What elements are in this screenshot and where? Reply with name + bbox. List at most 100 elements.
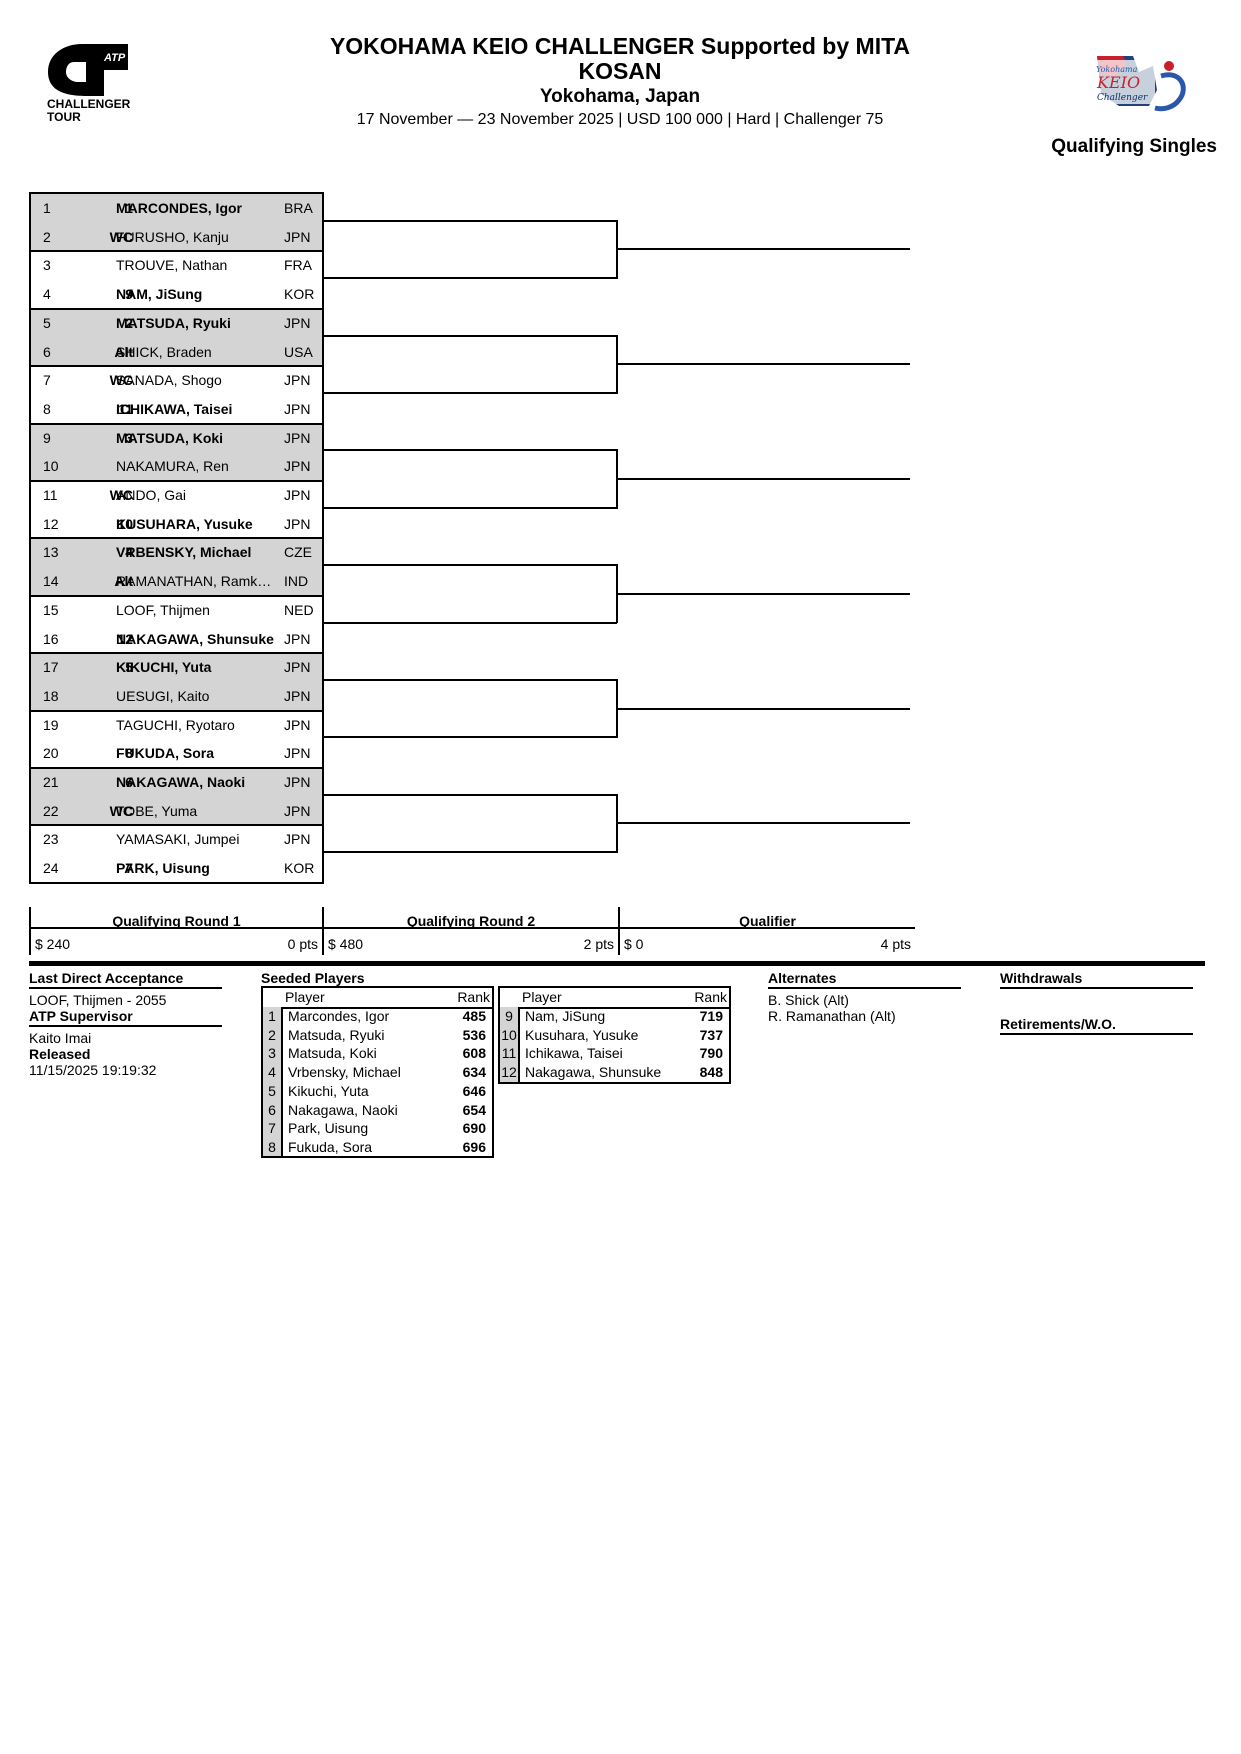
round-name: Qualifying Round 1 (112, 913, 241, 929)
released-value: 11/15/2025 19:19:32 (29, 1062, 157, 1078)
round-prize-money: $ 480 (328, 936, 364, 952)
seed-player-name: Vrbensky, Michael (288, 1064, 401, 1081)
bracket-line (322, 334, 617, 337)
seed-or-entry: 5 (125, 659, 133, 676)
seed-number: 12 (501, 1064, 517, 1081)
draw-line-number: 6 (43, 343, 51, 360)
seed-number: 7 (268, 1120, 276, 1137)
alternate-item: R. Ramanathan (Alt) (768, 1008, 896, 1024)
seed-number-column (500, 1007, 520, 1082)
atp-logo-mark: ATP (48, 44, 128, 96)
seed-or-entry: 11 (118, 400, 133, 417)
player-header: Player (285, 989, 325, 1005)
seed-rank: 690 (462, 1120, 486, 1137)
match-pair (31, 194, 322, 252)
player-name: MARCONDES, Igor (116, 200, 242, 216)
seed-player-name: Marcondes, Igor (288, 1008, 390, 1024)
seed-or-entry: 3 (125, 429, 133, 446)
seed-or-entry: 4 (125, 544, 133, 561)
seed-or-entry: 7 (125, 860, 133, 877)
match-pair (31, 307, 322, 367)
seed-rank: 634 (462, 1064, 486, 1081)
tournament-location: Yokohama, Japan (539, 86, 701, 107)
round-prize-money: $ 0 (624, 936, 644, 952)
match-pair (31, 824, 322, 882)
player-nationality: CZE (284, 544, 312, 561)
player-nationality: KOR (284, 286, 315, 303)
player-nationality: JPN (284, 515, 311, 532)
player-nationality: JPN (284, 774, 311, 790)
seed-rank: 696 (462, 1138, 486, 1155)
section-divider (29, 961, 1205, 966)
retirements-heading: Retirements/W.O. (1000, 1016, 1193, 1035)
seed-player-name: Nakagawa, Naoki (288, 1101, 398, 1118)
seed-number: 10 (501, 1026, 517, 1043)
bracket-line (322, 449, 617, 452)
lda-value: LOOF, Thijmen - 2055 (29, 992, 167, 1008)
player-nationality: JPN (284, 228, 311, 245)
seeds-table-header: Player Rank (500, 988, 729, 1009)
qualifier-line (617, 363, 910, 366)
player-name: FUKUDA, Sora (116, 745, 215, 762)
seed-number: 9 (505, 1008, 513, 1024)
match-pair (31, 709, 322, 768)
player-nationality: JPN (284, 802, 311, 819)
player-row: 19 TAGUCHI, Ryotaro JPN (31, 711, 322, 740)
player-name: UESUGI, Kaito (116, 687, 210, 704)
draw-line-number: 18 (43, 687, 59, 704)
challenger-tour-text: CHALLENGER TOUR (47, 97, 131, 124)
player-nationality: JPN (284, 372, 311, 389)
player-nationality: JPN (284, 400, 311, 417)
draw-line-number: 7 (43, 372, 51, 389)
player-nationality: JPN (284, 745, 311, 762)
player-nationality: JPN (284, 630, 311, 647)
svg-text:ATP: ATP (103, 52, 126, 64)
player-nationality: USA (284, 343, 313, 360)
player-name: TAGUCHI, Ryotaro (116, 716, 235, 733)
bracket-line (322, 219, 617, 222)
tournament-details: 17 November — 23 November 2025 | USD 100… (356, 111, 884, 128)
seed-rank: 536 (462, 1026, 486, 1043)
player-name: SANADA, Shogo (116, 372, 222, 389)
player-name: SHICK, Braden (116, 343, 212, 360)
player-nationality: KOR (284, 860, 315, 877)
match-pair (31, 594, 322, 653)
match-pair (31, 652, 322, 711)
svg-text:Challenger: Challenger (1097, 93, 1148, 103)
player-name: KIKUCHI, Yuta (116, 659, 212, 676)
draw-line-number: 12 (43, 515, 59, 532)
player-nationality: JPN (284, 716, 311, 733)
seed-or-entry: 1 (125, 200, 133, 216)
player-name: PARK, Uisung (116, 860, 210, 877)
round-prize-money: $ 240 (35, 936, 71, 952)
seed-or-entry: WC (109, 487, 133, 503)
seed-or-entry: Alt (114, 343, 133, 360)
draw-line-number: 19 (43, 716, 59, 733)
player-name: NAM, JiSung (116, 286, 203, 303)
player-nationality: JPN (284, 314, 311, 331)
qualifier-line (617, 707, 910, 710)
